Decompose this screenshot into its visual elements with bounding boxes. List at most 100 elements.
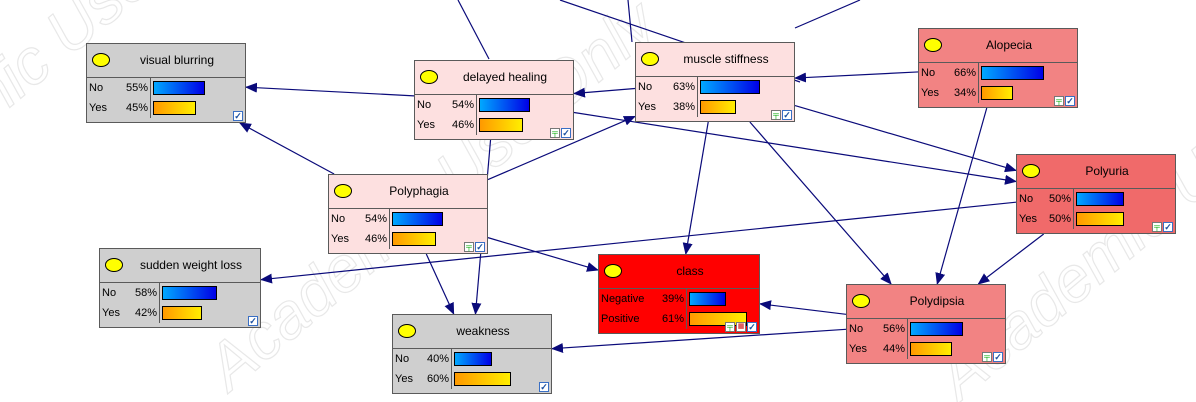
probability-bar — [162, 306, 202, 320]
bulb-icon — [92, 53, 110, 67]
edge-polyphagia-to-visual_blurring — [239, 122, 335, 175]
node-title: Polyuria — [1085, 164, 1129, 178]
bulb-icon — [398, 324, 416, 338]
probability-bar — [392, 212, 443, 226]
tree-icon[interactable]: ╤ — [771, 110, 781, 120]
tree-icon[interactable]: ╤ — [725, 322, 735, 332]
checkbox-icon[interactable]: ✓ — [993, 352, 1003, 362]
probability-bar — [479, 98, 530, 112]
bulb-icon — [334, 184, 352, 198]
checkbox-icon[interactable]: ✓ — [782, 110, 792, 120]
checkbox-icon[interactable]: ✓ — [561, 128, 571, 138]
node-title: sudden weight loss — [139, 258, 243, 272]
tree-icon[interactable]: ╤ — [1054, 96, 1064, 106]
bulb-icon — [852, 294, 870, 308]
bulb-icon — [105, 258, 123, 272]
edge-polyphagia-to-weakness — [425, 253, 455, 315]
edge-alopecia-to-muscle_stiffness — [794, 71, 919, 83]
probability-bar — [1076, 212, 1124, 226]
checkbox-icon[interactable]: ✓ — [747, 322, 757, 332]
probability-bar — [454, 352, 492, 366]
edge-muscle_stiffness-to-polydipsia — [749, 121, 892, 285]
checkbox-icon[interactable]: ✓ — [248, 316, 258, 326]
probability-bar — [454, 372, 511, 386]
probability-bar — [479, 118, 523, 132]
edge-polyphagia-to-class — [487, 237, 599, 272]
tree-icon[interactable]: ╤ — [550, 128, 560, 138]
node-title: visual blurring — [139, 53, 215, 67]
checkbox-icon[interactable]: ✓ — [1065, 96, 1075, 106]
grid-icon[interactable]: ▦ — [736, 322, 746, 332]
edge-alopecia-to-polydipsia — [935, 107, 988, 285]
node-title: muscle stiffness — [683, 52, 769, 66]
edge-polyphagia-to-muscle_stiffness — [487, 115, 636, 181]
bulb-icon — [420, 70, 438, 84]
probability-bar — [1076, 192, 1124, 206]
probability-bar — [153, 81, 205, 95]
bulb-icon — [1022, 164, 1040, 178]
tree-icon[interactable]: ╤ — [1152, 222, 1162, 232]
node-title: weakness — [456, 324, 510, 338]
bulb-icon — [604, 264, 622, 278]
edge-offscreen-4 — [794, 0, 861, 29]
tree-icon[interactable]: ╤ — [982, 352, 992, 362]
checkbox-icon[interactable]: ✓ — [1163, 222, 1173, 232]
probability-bar — [392, 232, 436, 246]
edge-polydipsia-to-weakness — [551, 328, 847, 353]
probability-bar — [981, 86, 1013, 100]
edge-polyuria-to-sudden_weight_loss — [260, 201, 1017, 284]
checkbox-icon[interactable]: ✓ — [539, 382, 549, 392]
node-title: class — [676, 264, 704, 278]
edge-polydipsia-to-class — [759, 300, 847, 315]
edge-delayed_healing-to-polyuria — [573, 111, 1017, 185]
node-title: delayed healing — [462, 70, 548, 84]
checkbox-icon[interactable]: ✓ — [233, 111, 243, 121]
edge-delayed_healing-to-visual_blurring — [245, 82, 415, 97]
probability-bar — [162, 286, 217, 300]
edge-polyuria-to-polydipsia — [977, 233, 1045, 285]
node-title: Polyphagia — [389, 184, 449, 198]
edge-muscle_stiffness-to-delayed_healing — [573, 87, 636, 98]
node-title: Alopecia — [985, 38, 1033, 52]
tree-icon[interactable]: ╤ — [464, 242, 474, 252]
probability-bar — [910, 342, 952, 356]
probability-bar — [700, 100, 736, 114]
edge-muscle_stiffness-to-class — [682, 121, 709, 255]
bulb-icon — [924, 38, 942, 52]
checkbox-icon[interactable]: ✓ — [475, 242, 485, 252]
edge-offscreen-1 — [457, 0, 490, 60]
edge-muscle_stiffness-to-polyuria — [794, 104, 1017, 173]
probability-bar — [910, 322, 963, 336]
probability-bar — [689, 292, 726, 306]
bulb-icon — [641, 52, 659, 66]
edge-offscreen-2 — [627, 0, 633, 43]
probability-bar — [700, 80, 760, 94]
